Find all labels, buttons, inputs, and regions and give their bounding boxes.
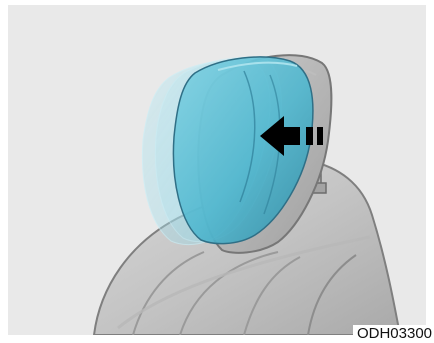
illustration-panel: [8, 5, 426, 335]
figure-code: ODH03300: [353, 325, 434, 343]
